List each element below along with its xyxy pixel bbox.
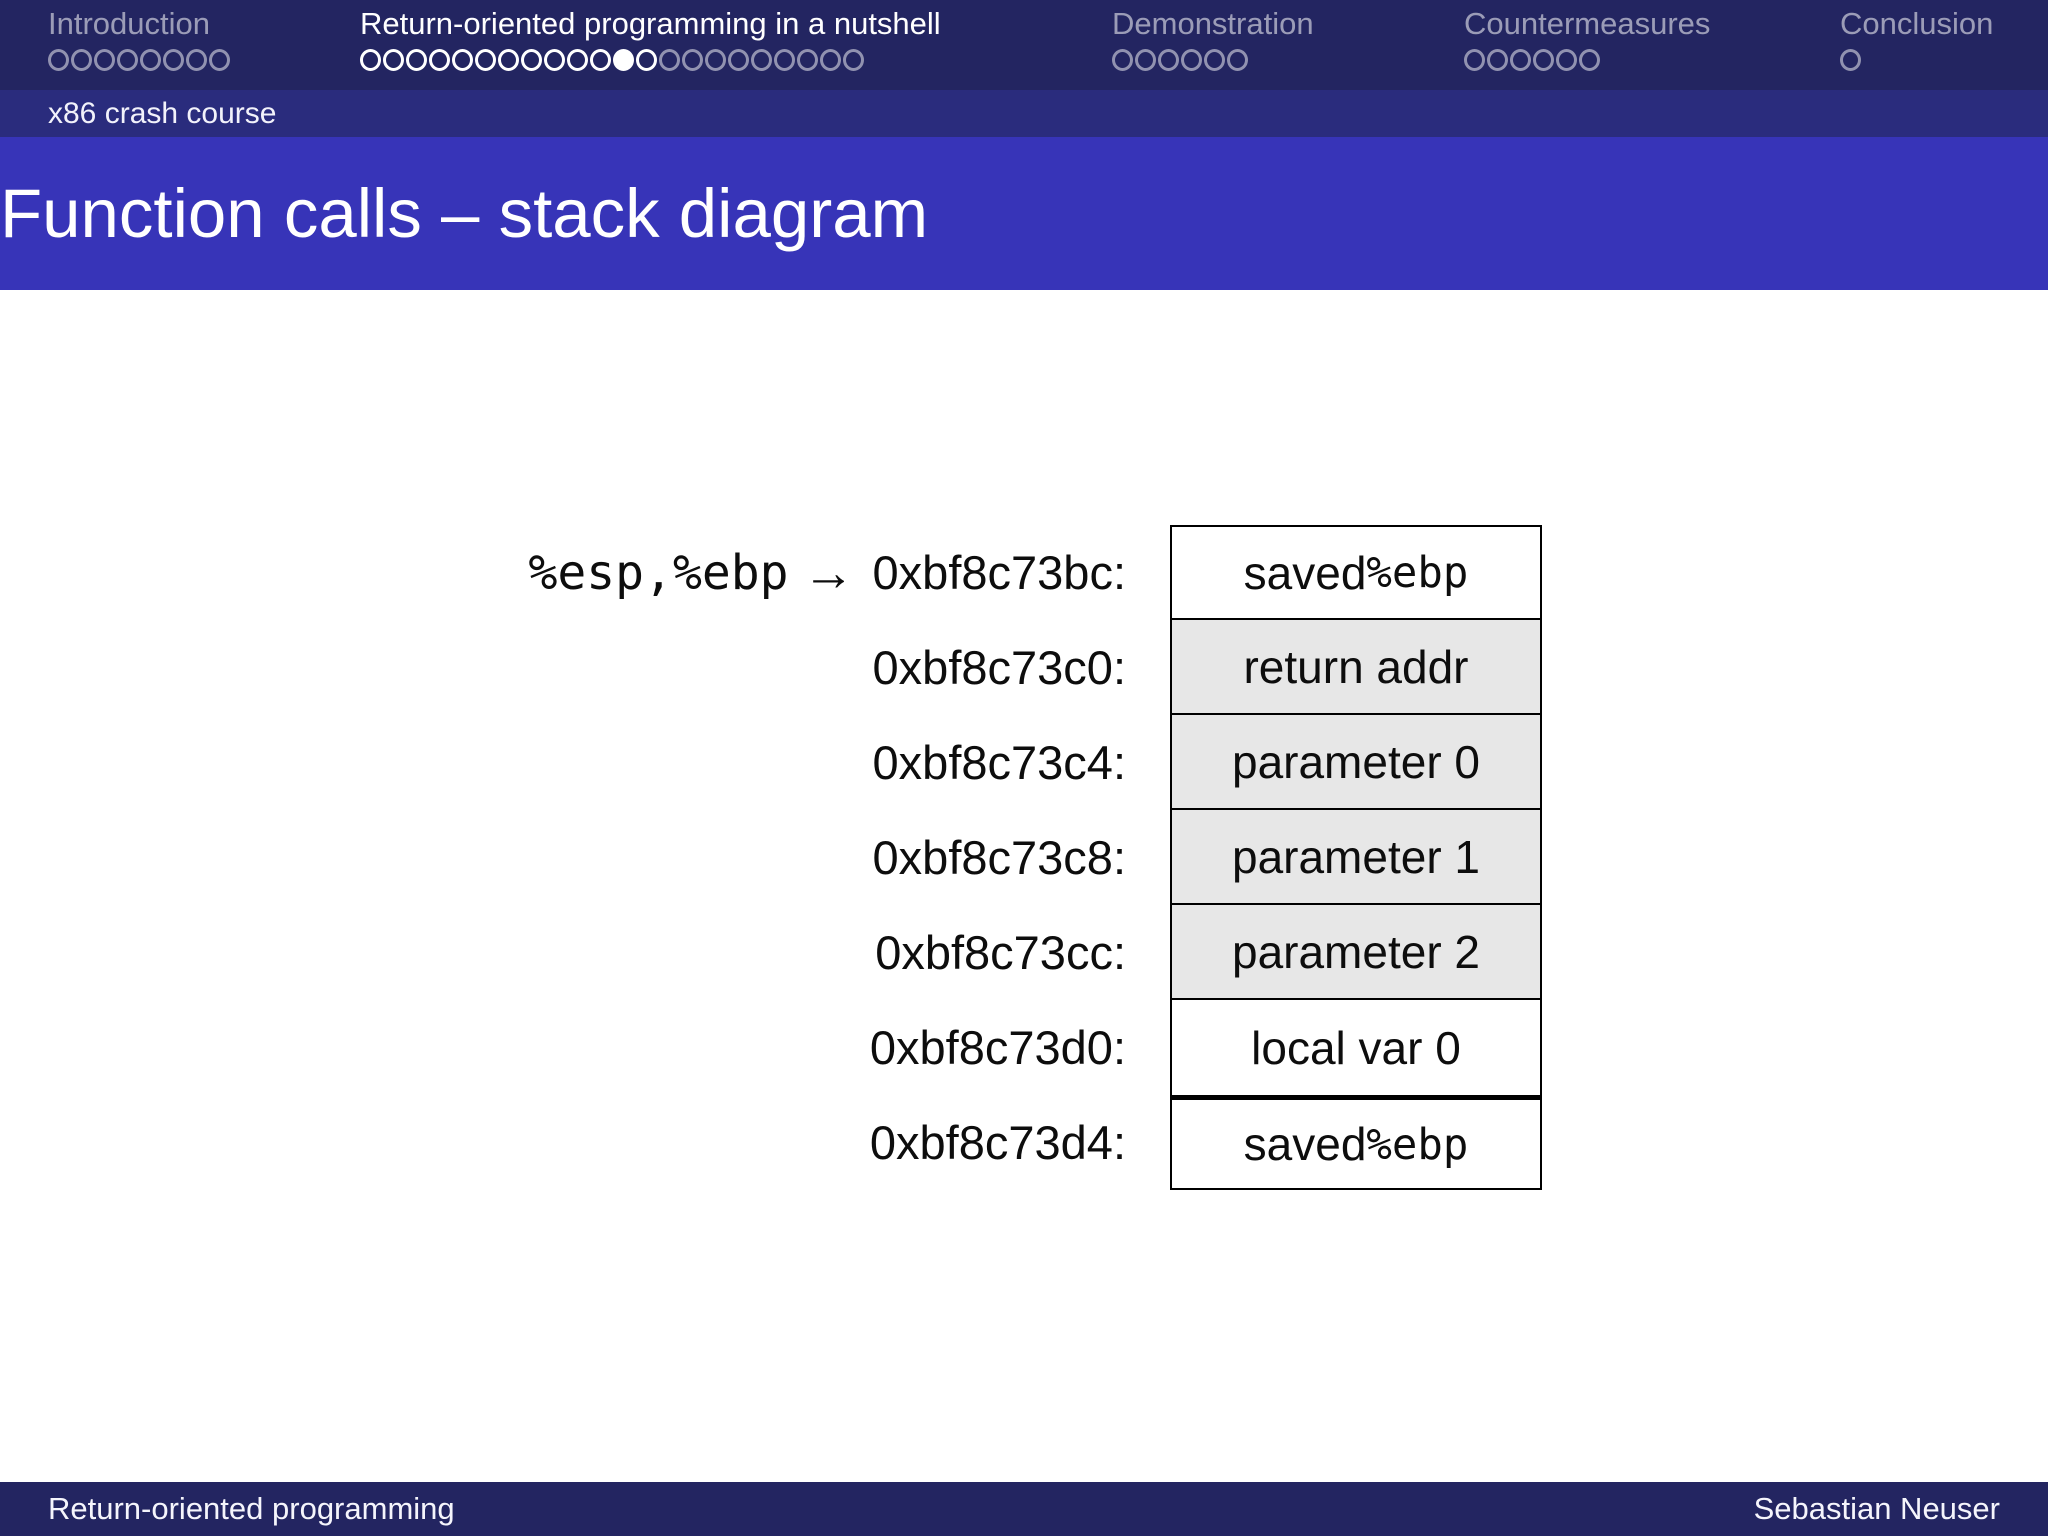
stack-cell: local var 0 xyxy=(1170,1000,1542,1095)
nav-section-introduction[interactable]: Introduction xyxy=(48,7,230,71)
slide-dot[interactable] xyxy=(728,49,749,71)
stack-address: %esp,%ebp→0xbf8c73bc: xyxy=(528,543,1126,602)
register-name: %ebp xyxy=(1366,1119,1469,1169)
slide-dot[interactable] xyxy=(521,49,542,71)
slide-dot[interactable] xyxy=(163,49,184,71)
slide-dot[interactable] xyxy=(682,49,703,71)
slide-dot[interactable] xyxy=(117,49,138,71)
slide-dot[interactable] xyxy=(475,49,496,71)
stack-address: 0xbf8c73c0: xyxy=(872,641,1126,694)
slide-dot[interactable] xyxy=(1227,49,1248,71)
slide-dot[interactable] xyxy=(48,49,69,71)
slide-dot[interactable] xyxy=(820,49,841,71)
slide-dot[interactable] xyxy=(659,49,680,71)
slide-dot[interactable] xyxy=(452,49,473,71)
stack-row: 0xbf8c73d0: local var 0 xyxy=(450,1000,1542,1095)
slide-dot[interactable] xyxy=(94,49,115,71)
slide-dots xyxy=(1112,49,1314,71)
stack-row: 0xbf8c73c8: parameter 1 xyxy=(450,810,1542,905)
slide-dot[interactable] xyxy=(429,49,450,71)
slide-dot[interactable] xyxy=(1464,49,1485,71)
slide-dot[interactable] xyxy=(383,49,404,71)
slide-dot[interactable] xyxy=(1840,49,1861,71)
section-nav: Introduction Return-oriented programming … xyxy=(0,0,2048,90)
slide-dots xyxy=(1464,49,1710,71)
nav-section-return-oriented-programming-in-a-nutshell[interactable]: Return-oriented programming in a nutshel… xyxy=(360,7,941,71)
slide-dot[interactable] xyxy=(636,49,657,71)
stack-address: 0xbf8c73c8: xyxy=(872,831,1126,884)
slide-dot[interactable] xyxy=(1556,49,1577,71)
nav-section-label[interactable]: Conclusion xyxy=(1840,6,1994,41)
slide-dots xyxy=(48,49,230,71)
footer-bar: Return-oriented programming Sebastian Ne… xyxy=(0,1482,2048,1536)
nav-section-label[interactable]: Demonstration xyxy=(1112,6,1314,41)
stack-row: 0xbf8c73cc: parameter 2 xyxy=(450,905,1542,1000)
register-name: %ebp xyxy=(1366,548,1469,597)
slide-dots xyxy=(360,49,941,71)
nav-section-conclusion[interactable]: Conclusion xyxy=(1840,7,1993,71)
slide-dot[interactable] xyxy=(1579,49,1600,71)
slide-dots xyxy=(1840,49,1993,71)
slide-dot[interactable] xyxy=(705,49,726,71)
stack-row: 0xbf8c73d4: saved %ebp xyxy=(450,1095,1542,1190)
subsection-bar: x86 crash course xyxy=(0,90,2048,137)
nav-section-label[interactable]: Countermeasures xyxy=(1464,6,1711,41)
slide-dot[interactable] xyxy=(843,49,864,71)
slide-dot[interactable] xyxy=(590,49,611,71)
frame-title: Function calls – stack diagram xyxy=(0,175,929,252)
slide-dot[interactable] xyxy=(406,49,427,71)
slide-dot[interactable] xyxy=(1112,49,1133,71)
slide-dot[interactable] xyxy=(1510,49,1531,71)
subsection-label: x86 crash course xyxy=(48,96,277,130)
frame-title-band: Function calls – stack diagram xyxy=(0,137,2048,290)
stack-row: %esp,%ebp→0xbf8c73bc: saved %ebp xyxy=(450,525,1542,620)
slide-dot[interactable] xyxy=(140,49,161,71)
stack-pointer-label: %esp,%ebp→ xyxy=(528,545,854,601)
slide-dot[interactable] xyxy=(751,49,772,71)
footer-author: Sebastian Neuser xyxy=(1753,1491,2000,1526)
stack-cell: parameter 1 xyxy=(1170,810,1542,905)
slide-dot[interactable] xyxy=(567,49,588,71)
nav-section-demonstration[interactable]: Demonstration xyxy=(1112,7,1314,71)
slide-dot[interactable] xyxy=(774,49,795,71)
stack-cell: saved %ebp xyxy=(1170,1095,1542,1190)
slide-dot[interactable] xyxy=(498,49,519,71)
nav-section-label[interactable]: Return-oriented programming in a nutshel… xyxy=(360,6,941,41)
stack-row: 0xbf8c73c4: parameter 0 xyxy=(450,715,1542,810)
stack-address: 0xbf8c73c4: xyxy=(872,736,1126,789)
slide-dot[interactable] xyxy=(1158,49,1179,71)
stack-cell: parameter 0 xyxy=(1170,715,1542,810)
stack-address: 0xbf8c73d4: xyxy=(869,1116,1126,1169)
nav-section-label[interactable]: Introduction xyxy=(48,6,210,41)
stack-cell: return addr xyxy=(1170,620,1542,715)
stack-cell: saved %ebp xyxy=(1170,525,1542,620)
slide-dot[interactable] xyxy=(209,49,230,71)
slide-dot[interactable] xyxy=(797,49,818,71)
register-name: %esp,%ebp xyxy=(528,544,789,601)
slide-dot[interactable] xyxy=(1487,49,1508,71)
slide-dot[interactable] xyxy=(1204,49,1225,71)
slide-dot[interactable] xyxy=(1533,49,1554,71)
slide-dot[interactable] xyxy=(360,49,381,71)
slide-dot[interactable] xyxy=(1181,49,1202,71)
slide-dot[interactable] xyxy=(544,49,565,71)
stack-address: 0xbf8c73d0: xyxy=(869,1021,1126,1074)
slide-dot[interactable] xyxy=(1135,49,1156,71)
slide-dot[interactable] xyxy=(186,49,207,71)
footer-presentation-title: Return-oriented programming xyxy=(48,1491,455,1526)
slide-dot[interactable] xyxy=(71,49,92,71)
stack-address: 0xbf8c73cc: xyxy=(875,926,1126,979)
nav-section-countermeasures[interactable]: Countermeasures xyxy=(1464,7,1710,71)
stack-cell: parameter 2 xyxy=(1170,905,1542,1000)
right-arrow-icon: → xyxy=(802,543,855,602)
stack-row: 0xbf8c73c0: return addr xyxy=(450,620,1542,715)
current-slide-dot[interactable] xyxy=(613,49,634,71)
